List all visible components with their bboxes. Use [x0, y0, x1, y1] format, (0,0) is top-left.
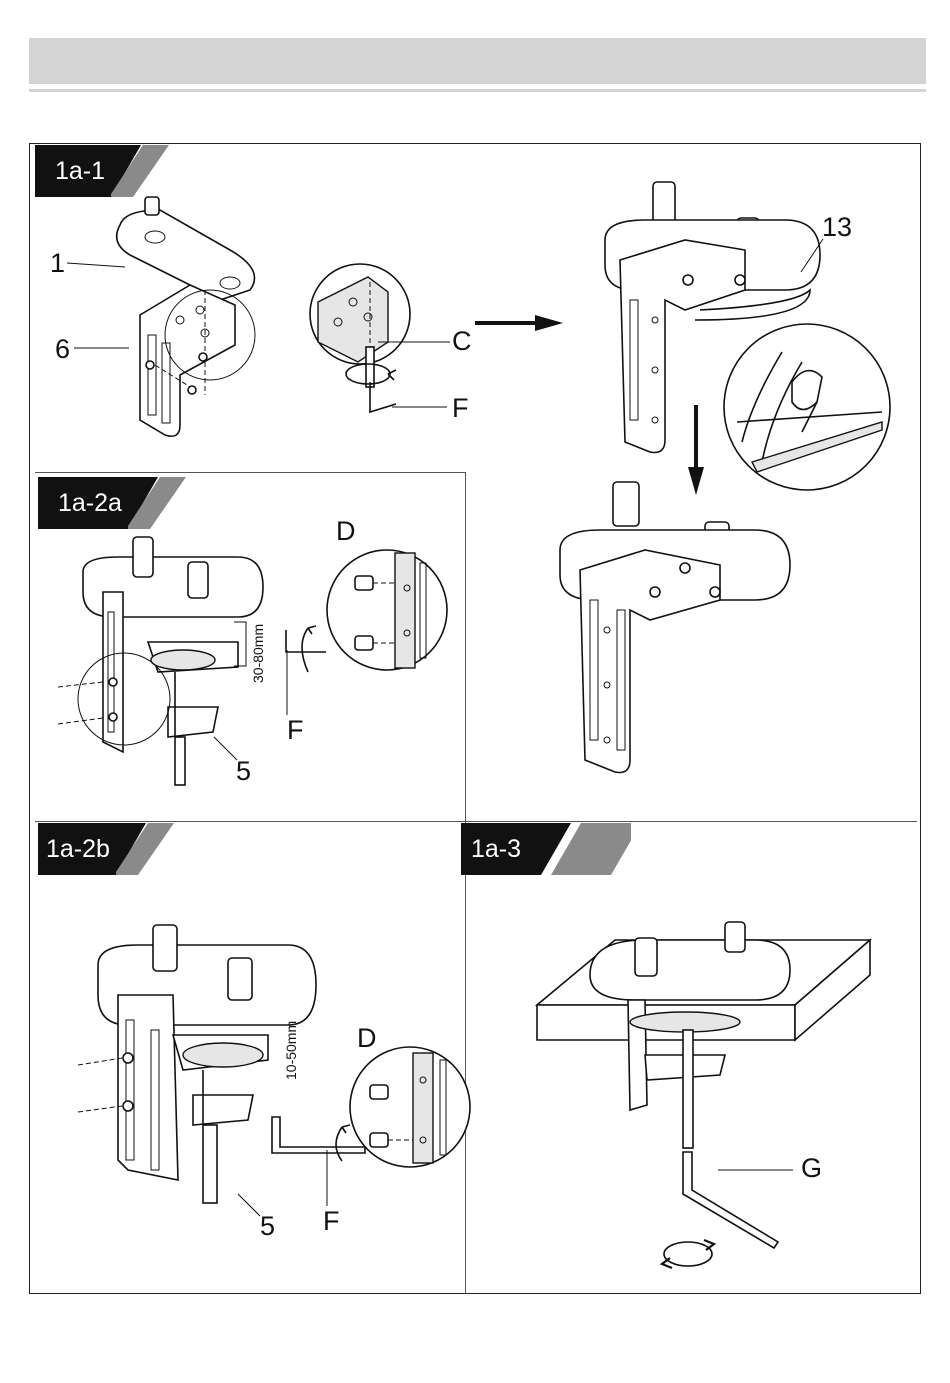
divider-1a-2a-top — [35, 472, 466, 473]
callout-tool-f: F — [287, 717, 304, 744]
leader-line-f-2b — [325, 1150, 335, 1210]
callout-tool-f: F — [323, 1208, 340, 1235]
leader-line-c — [378, 340, 458, 350]
dimension-bracket-30-80 — [232, 620, 252, 670]
leader-line-6 — [74, 340, 134, 360]
detail-circle-screw-d-2b — [348, 1045, 473, 1170]
header-bar — [29, 38, 926, 84]
step-tag-1a-2a: 1a-2a — [38, 477, 188, 529]
callout-part-6: 6 — [55, 336, 70, 363]
detail-circle-screw-d — [325, 548, 450, 673]
rotate-clockwise-icon — [658, 1232, 718, 1272]
step-label: 1a-2a — [38, 477, 128, 529]
arrow-right-icon — [475, 313, 565, 333]
callout-part-1: 1 — [50, 250, 65, 277]
callout-screw-d: D — [357, 1025, 377, 1052]
dimension-10-50: 10-50mm — [283, 1021, 299, 1080]
step-tag-1a-2b: 1a-2b — [38, 823, 176, 875]
leader-line-13 — [798, 237, 828, 277]
callout-part-5: 5 — [236, 758, 251, 785]
callout-screw-c: C — [452, 328, 472, 355]
step-tag-arrow — [111, 145, 171, 197]
step-label: 1a-2b — [38, 823, 116, 875]
divider-bottom-row — [35, 821, 917, 822]
callout-part-5: 5 — [260, 1213, 275, 1240]
step-tag-arrow — [116, 823, 176, 875]
callout-tool-f: F — [452, 395, 469, 422]
step-label: 1a-3 — [461, 823, 541, 875]
step-tag-1a-1: 1a-1 — [35, 145, 171, 197]
step-label: 1a-1 — [35, 145, 111, 197]
step-tag-arrow — [128, 477, 188, 529]
leader-line-f-2a — [285, 650, 295, 720]
callout-part-13: 13 — [822, 214, 852, 241]
step-tag-arrow — [541, 823, 631, 875]
leader-line-g — [718, 1168, 798, 1178]
leader-line-1 — [67, 255, 127, 275]
callout-tool-g: G — [801, 1155, 822, 1182]
dimension-30-80: 30-80mm — [250, 624, 266, 683]
detail-circle-rail-cover — [722, 322, 892, 492]
bracket-assembly-illustration — [100, 195, 280, 455]
header-rule — [29, 89, 926, 92]
bracket-assembled-illustration — [555, 480, 795, 780]
callout-screw-d: D — [336, 518, 356, 545]
leader-line-f — [392, 405, 452, 415]
clamp-on-desk-illustration — [535, 930, 875, 1150]
step-tag-1a-3: 1a-3 — [461, 823, 631, 875]
